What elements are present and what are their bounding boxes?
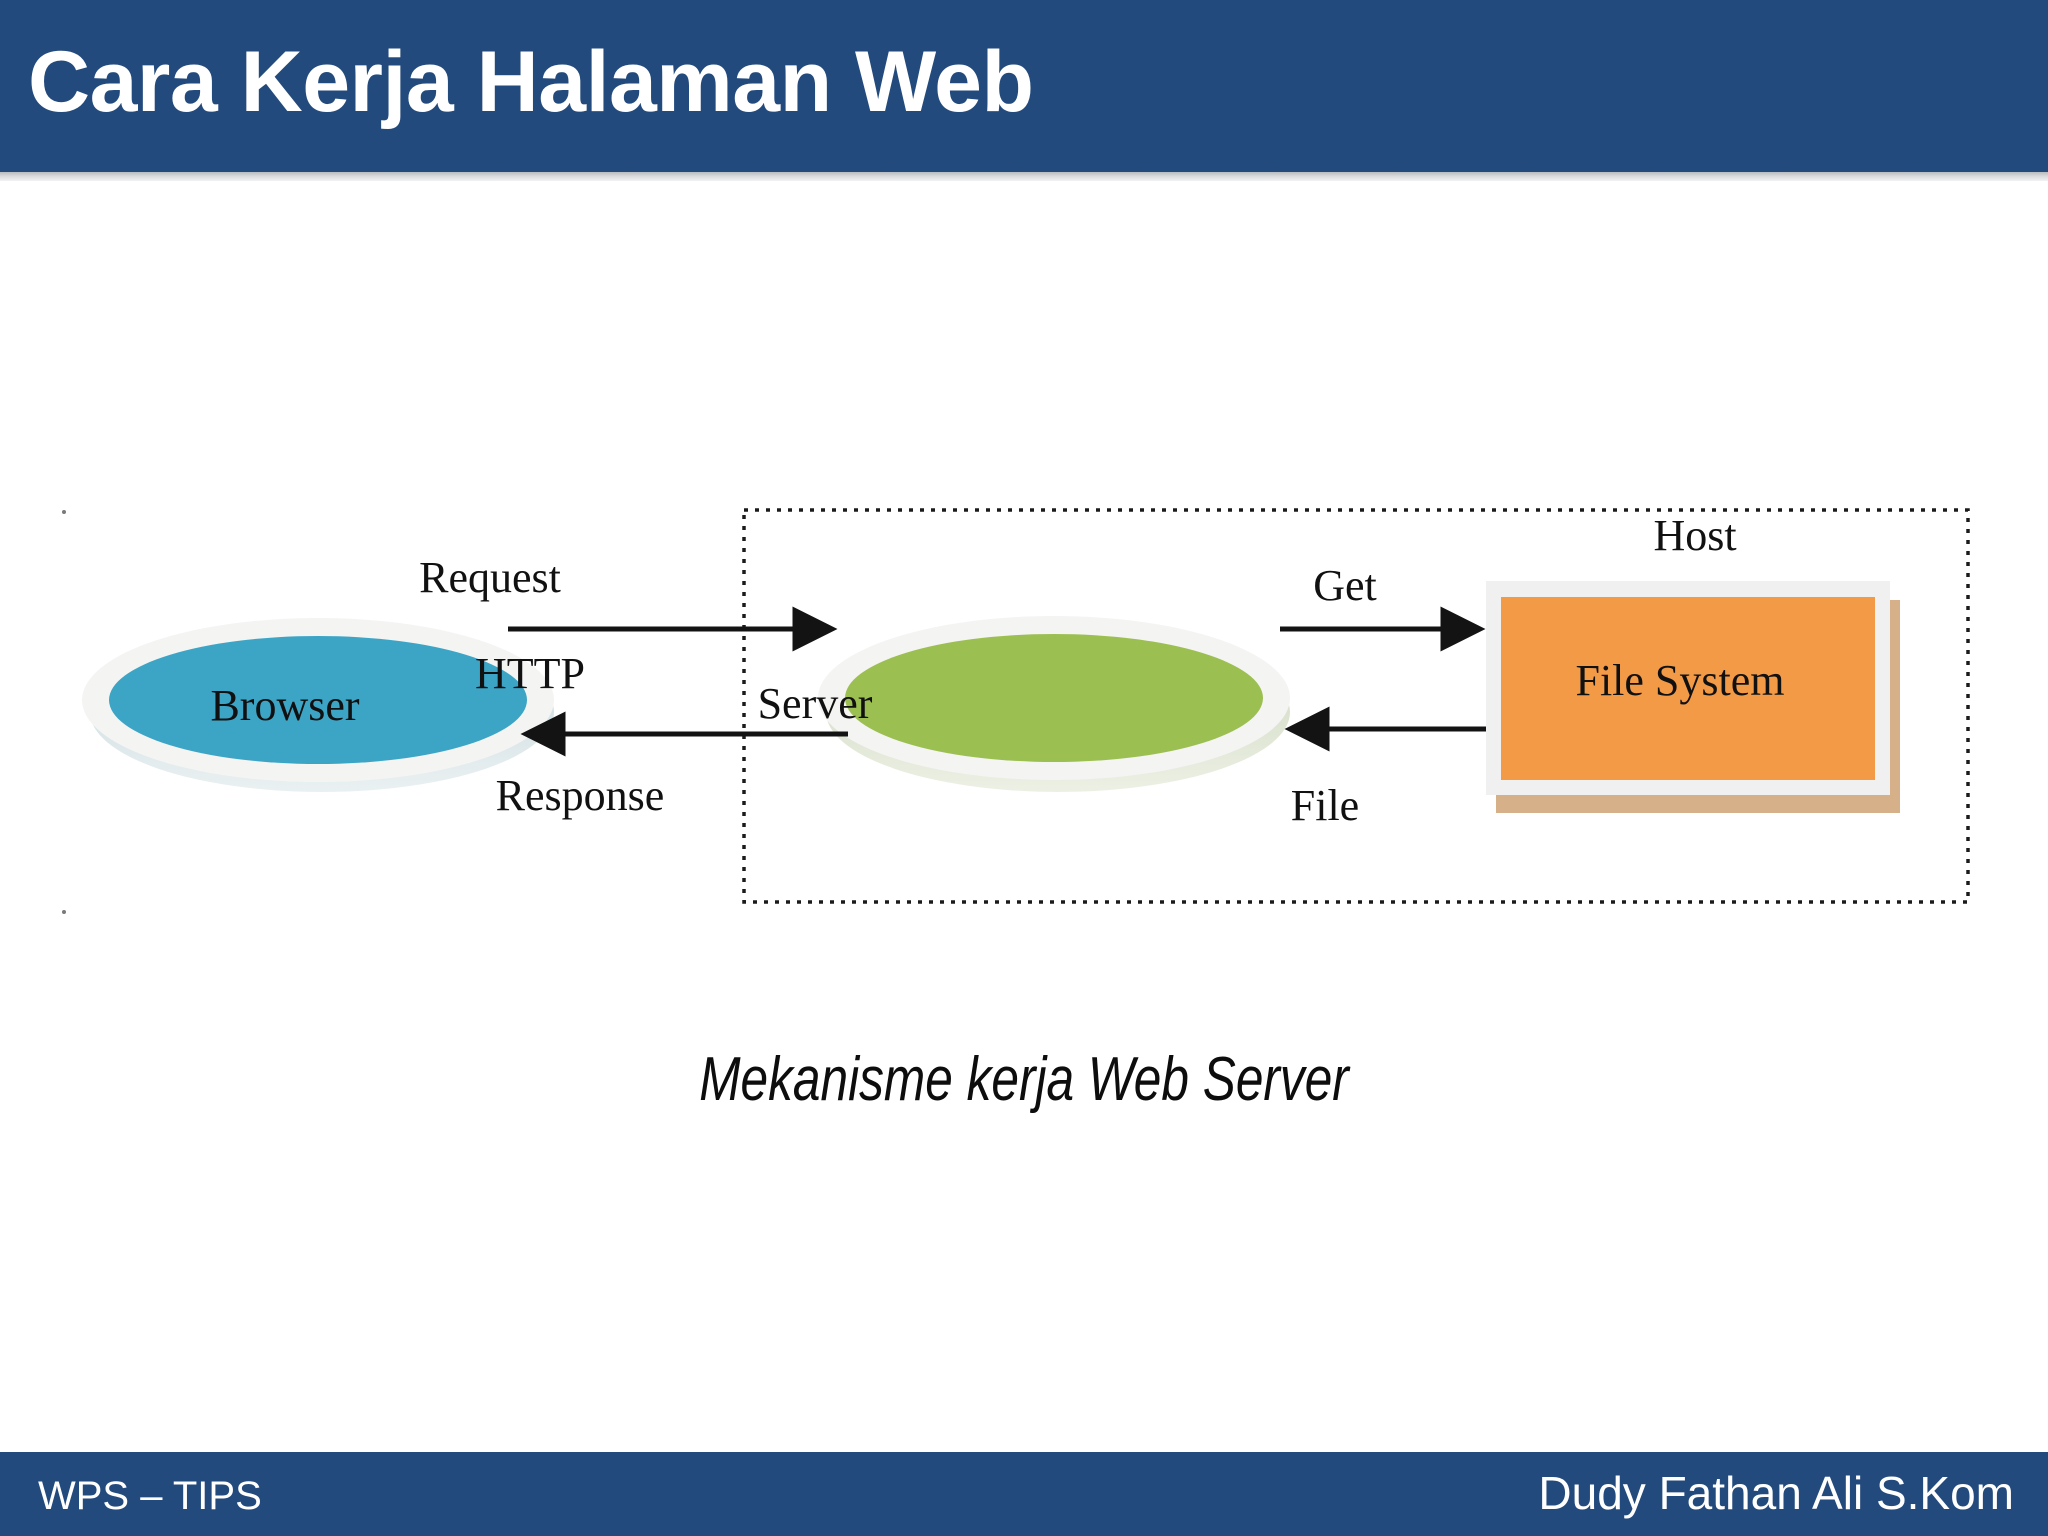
header-shadow-divider (0, 172, 2048, 181)
browser-node[interactable] (109, 636, 527, 764)
server-node-label: Server (757, 679, 873, 728)
browser-node-label: Browser (210, 681, 360, 730)
file-edge-label: File (1290, 781, 1360, 830)
file-system-node[interactable] (1501, 597, 1875, 780)
host-boundary-dotted-rect (742, 508, 1970, 904)
get-edge-label: Get (1313, 561, 1377, 610)
footer-left-text: WPS – TIPS (38, 1474, 262, 1518)
stray-dot-artifact (62, 510, 66, 514)
stray-dot-artifact (62, 910, 66, 914)
diagram-caption: Mekanisme kerja Web Server (0, 1044, 2048, 1115)
footer-band (0, 1452, 2048, 1536)
footer-right-text: Dudy Fathan Ali S.Kom (1538, 1467, 2014, 1519)
response-edge-label: Response (495, 771, 665, 820)
diagram-caption-text: Mekanisme kerja Web Server (699, 1045, 1349, 1114)
file-system-node-label: File System (1575, 656, 1785, 705)
page-title: Cara Kerja Halaman Web (28, 34, 1034, 130)
http-edge-label: HTTP (475, 649, 585, 698)
host-boundary-label: Host (1653, 511, 1737, 560)
request-edge-label: Request (419, 553, 561, 602)
header-band (0, 0, 2048, 172)
server-node[interactable] (845, 634, 1263, 762)
